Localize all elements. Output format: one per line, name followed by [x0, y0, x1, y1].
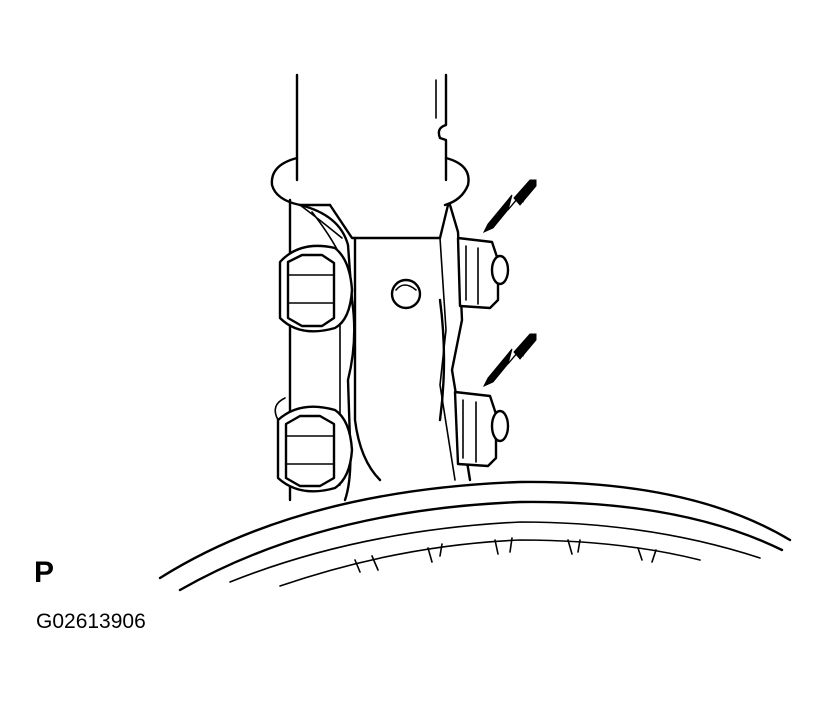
- upper-stud-end: [490, 254, 510, 286]
- lower-stud-end: [490, 409, 510, 443]
- bracket-hole: [390, 278, 422, 310]
- lower-arrow-icon: [482, 333, 537, 388]
- shock-absorber-tube: [295, 73, 448, 182]
- lower-bolt-head: [274, 397, 354, 493]
- bracket-collar: [270, 156, 470, 240]
- upper-nut: [456, 236, 510, 310]
- knuckle-arc: [158, 480, 792, 592]
- upper-bolt-head: [278, 244, 354, 333]
- view-label: P: [34, 556, 55, 589]
- bracket-body: [353, 236, 446, 482]
- upper-arrow-icon: [482, 179, 537, 234]
- lower-nut: [453, 390, 510, 468]
- figure-id: G02613906: [36, 610, 146, 633]
